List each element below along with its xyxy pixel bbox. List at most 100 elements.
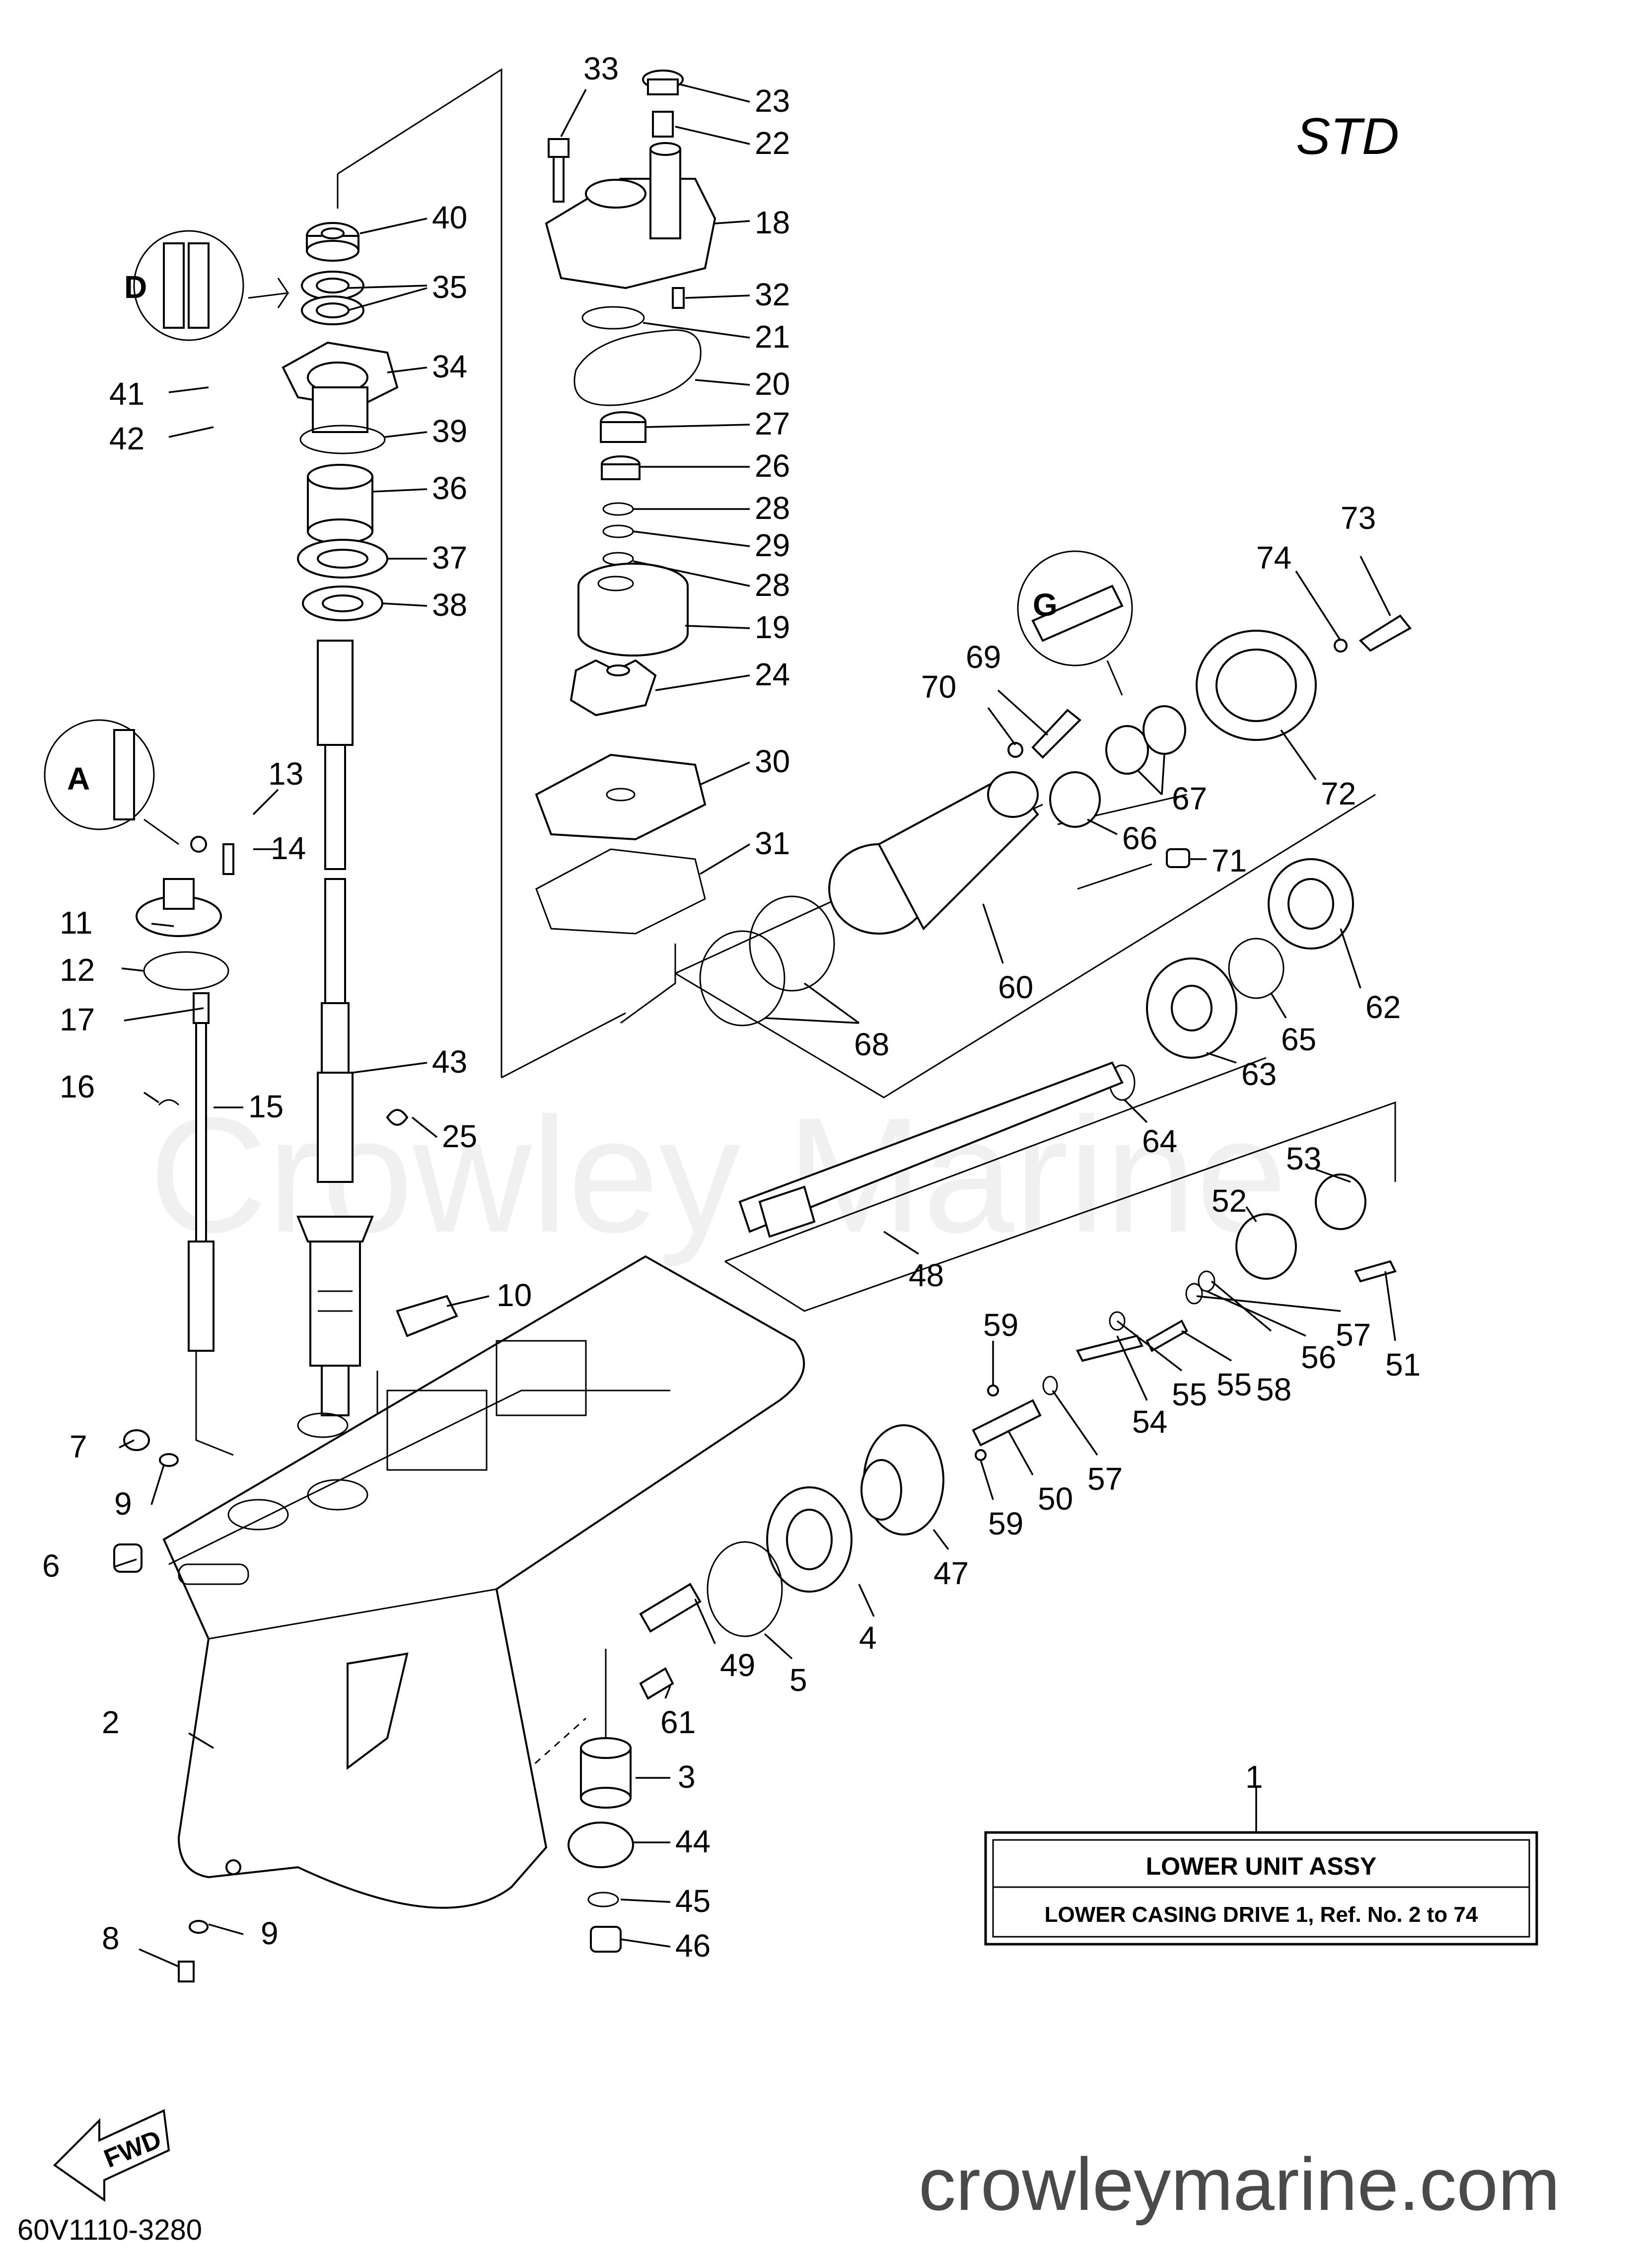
callout-21: 21 — [755, 319, 790, 355]
callout-12: 12 — [60, 952, 95, 988]
callout-49: 49 — [720, 1647, 755, 1683]
callout-68: 68 — [854, 1026, 889, 1062]
callout-30: 30 — [755, 743, 790, 779]
callout-63: 63 — [1241, 1056, 1277, 1092]
callout-55-upper: 55 — [1216, 1367, 1252, 1402]
callout-62: 62 — [1365, 989, 1401, 1025]
callout-3: 3 — [678, 1759, 696, 1795]
callout-51: 51 — [1385, 1347, 1421, 1383]
forward-gear-group — [568, 1385, 1042, 1953]
callout-14: 14 — [271, 830, 306, 866]
callout-55-lower: 55 — [1172, 1377, 1207, 1412]
callout-45: 45 — [675, 1883, 711, 1919]
callout-1: 1 — [1245, 1759, 1263, 1795]
callout-28-upper: 28 — [755, 490, 790, 526]
callout-23: 23 — [755, 83, 790, 119]
propeller-shaft-group — [699, 614, 1412, 1238]
callout-57-upper: 57 — [1336, 1317, 1371, 1353]
callout-74: 74 — [1256, 540, 1291, 576]
callout-47: 47 — [933, 1555, 969, 1591]
callout-8: 8 — [102, 1920, 120, 1956]
callout-58: 58 — [1256, 1372, 1291, 1407]
lower-casing — [162, 1255, 805, 1909]
callout-11: 11 — [60, 905, 92, 941]
callout-29: 29 — [755, 527, 790, 563]
callout-40: 40 — [432, 200, 467, 235]
callout-34: 34 — [432, 349, 467, 384]
callout-61: 61 — [660, 1704, 696, 1740]
callout-33: 33 — [583, 51, 619, 86]
callout-48: 48 — [909, 1257, 944, 1293]
variant-label: STD — [1296, 108, 1399, 165]
callout-31: 31 — [755, 825, 790, 861]
callout-32: 32 — [755, 277, 790, 312]
assembly-title: LOWER UNIT ASSY — [1146, 1852, 1377, 1880]
callout-22: 22 — [755, 125, 790, 161]
callout-35: 35 — [432, 269, 467, 305]
callout-19: 19 — [755, 609, 790, 645]
callout-26: 26 — [755, 448, 790, 484]
callout-44: 44 — [675, 1824, 711, 1859]
callout-39: 39 — [432, 413, 467, 449]
callout-25: 25 — [442, 1118, 477, 1154]
callout-10: 10 — [497, 1277, 532, 1313]
callout-43: 43 — [432, 1044, 467, 1080]
leader-lines — [114, 83, 1396, 1968]
callout-7: 7 — [70, 1429, 87, 1464]
lube-detail-circle-1: D — [124, 230, 289, 341]
callout-27: 27 — [755, 406, 790, 441]
callout-60: 60 — [998, 969, 1033, 1005]
callout-46: 46 — [675, 1928, 711, 1964]
lube-detail-circle-2: A — [44, 719, 179, 845]
site-watermark: crowleymarine.com — [919, 2142, 1560, 2226]
callout-36: 36 — [432, 470, 467, 506]
shift-rod-group — [136, 836, 234, 1352]
callout-37: 37 — [432, 540, 467, 576]
callout-70: 70 — [921, 669, 956, 705]
callout-66: 66 — [1122, 820, 1157, 856]
callout-59-lower: 59 — [988, 1506, 1023, 1541]
drawing-code: 60V1110-3280 — [17, 2214, 202, 2246]
callout-67: 67 — [1172, 781, 1207, 816]
water-pump-group — [535, 70, 716, 935]
callout-9-lower: 9 — [261, 1915, 279, 1951]
drive-shaft-group — [282, 222, 409, 1416]
callout-53: 53 — [1286, 1141, 1321, 1176]
callout-72: 72 — [1321, 776, 1356, 811]
callout-56: 56 — [1301, 1339, 1336, 1375]
lube-badge-1: D — [124, 269, 147, 305]
callout-20: 20 — [755, 366, 790, 402]
callout-4: 4 — [859, 1620, 877, 1656]
callout-5: 5 — [789, 1662, 807, 1698]
callouts: 1 2 3 4 5 6 7 8 9 9 10 11 12 13 14 15 16… — [42, 51, 1421, 1964]
callout-71: 71 — [1212, 843, 1247, 878]
assembly-box: LOWER UNIT ASSY LOWER CASING DRIVE 1, Re… — [984, 1831, 1538, 1946]
callout-69: 69 — [966, 639, 1001, 675]
callout-17: 17 — [60, 1002, 95, 1037]
callout-18: 18 — [755, 205, 790, 240]
lube-badge-2: A — [67, 761, 90, 797]
callout-2: 2 — [102, 1704, 120, 1740]
callout-41: 41 — [109, 376, 144, 412]
callout-59-upper: 59 — [983, 1307, 1018, 1343]
callout-42: 42 — [109, 421, 144, 456]
callout-65: 65 — [1281, 1022, 1316, 1057]
callout-16: 16 — [60, 1069, 95, 1104]
callout-57-lower: 57 — [1087, 1461, 1123, 1497]
lube-badge-3: G — [1033, 587, 1058, 623]
callout-38: 38 — [432, 587, 467, 623]
fwd-arrow: FWD — [53, 2109, 170, 2202]
callout-13: 13 — [268, 756, 303, 792]
callout-24: 24 — [755, 657, 790, 692]
callout-28-lower: 28 — [755, 567, 790, 603]
callout-64: 64 — [1142, 1123, 1177, 1159]
callout-6: 6 — [42, 1548, 60, 1584]
callout-54: 54 — [1132, 1404, 1167, 1440]
callout-50: 50 — [1038, 1481, 1073, 1517]
assembly-subtitle: LOWER CASING DRIVE 1, Ref. No. 2 to 74 — [1045, 1902, 1478, 1927]
lube-detail-circle-3: G — [1017, 550, 1133, 696]
callout-73: 73 — [1341, 500, 1376, 536]
callout-15: 15 — [248, 1089, 284, 1124]
callout-52: 52 — [1212, 1183, 1247, 1219]
